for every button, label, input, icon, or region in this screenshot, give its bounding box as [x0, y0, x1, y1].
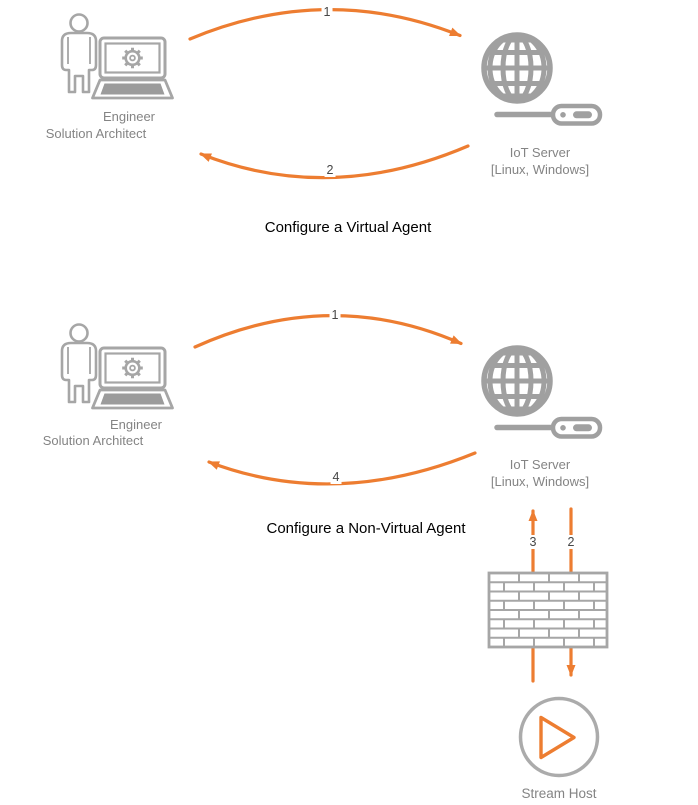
gear-teeth [122, 357, 143, 379]
person-head [69, 323, 89, 343]
server-label-line2: [Linux, Windows] [490, 162, 590, 177]
actor-label-line2: Solution Architect [45, 126, 147, 141]
stream-host-circle [518, 696, 600, 778]
person-body [60, 341, 98, 404]
laptop-keyboard [100, 83, 165, 95]
laptop-screen-inner [104, 352, 161, 384]
arrow-1-request-nonvirtual [193, 314, 463, 349]
gear-icon [124, 359, 141, 377]
globe-outline [481, 345, 553, 417]
section-title: Configure a Non-Virtual Agent [266, 520, 466, 537]
firewall-brick-icon [487, 571, 609, 649]
actor-label-line2: Solution Architect [42, 433, 144, 448]
server-label-line2: [Linux, Windows] [490, 474, 590, 489]
actor-label-line1: Engineer [109, 417, 163, 432]
person-body [60, 31, 98, 94]
server-label-line1: IoT Server [509, 457, 571, 472]
engineer-laptop-icon [60, 13, 174, 100]
server-label-line1: IoT Server [509, 145, 571, 160]
arrow-number-1: 1 [329, 308, 341, 322]
arrow-number-3: 3 [527, 535, 539, 549]
globe-grid [486, 350, 548, 412]
dongle-led [560, 425, 566, 431]
laptop-screen-outer [98, 346, 167, 390]
person-head [69, 13, 89, 33]
laptop-keyboard [100, 393, 165, 405]
arrow-number-4: 4 [330, 470, 342, 484]
engineer-laptop-icon [60, 323, 174, 410]
iot-globe-dongle-icon [481, 345, 603, 439]
play-circle-icon [518, 696, 600, 778]
firewall-bricks [489, 573, 607, 647]
iot-globe-dongle-icon [481, 32, 603, 126]
section-title: Configure a Virtual Agent [264, 219, 432, 236]
person-arms [67, 37, 91, 64]
arrow-number-1: 1 [321, 5, 333, 19]
arrow-4-response-nonvirtual [207, 451, 477, 486]
dongle-led [560, 112, 566, 118]
person-arms [67, 347, 91, 374]
gear-hub [129, 364, 136, 372]
dongle-slot [573, 424, 592, 432]
globe-grid [486, 37, 548, 99]
arrow-number-2: 2 [324, 163, 336, 177]
play-triangle [539, 715, 576, 760]
globe-outline [481, 32, 553, 104]
laptop-screen-inner [104, 42, 161, 74]
arrow-number-2: 2 [565, 535, 577, 549]
arrow-2-response-virtual [199, 144, 470, 180]
gear-hub [129, 54, 136, 62]
stream-host-label: Stream Host [521, 786, 597, 801]
actor-label-line1: Engineer [102, 109, 156, 124]
dongle-slot [573, 111, 592, 119]
gear-icon [124, 49, 141, 67]
gear-teeth [122, 47, 143, 69]
laptop-screen-outer [98, 36, 167, 80]
